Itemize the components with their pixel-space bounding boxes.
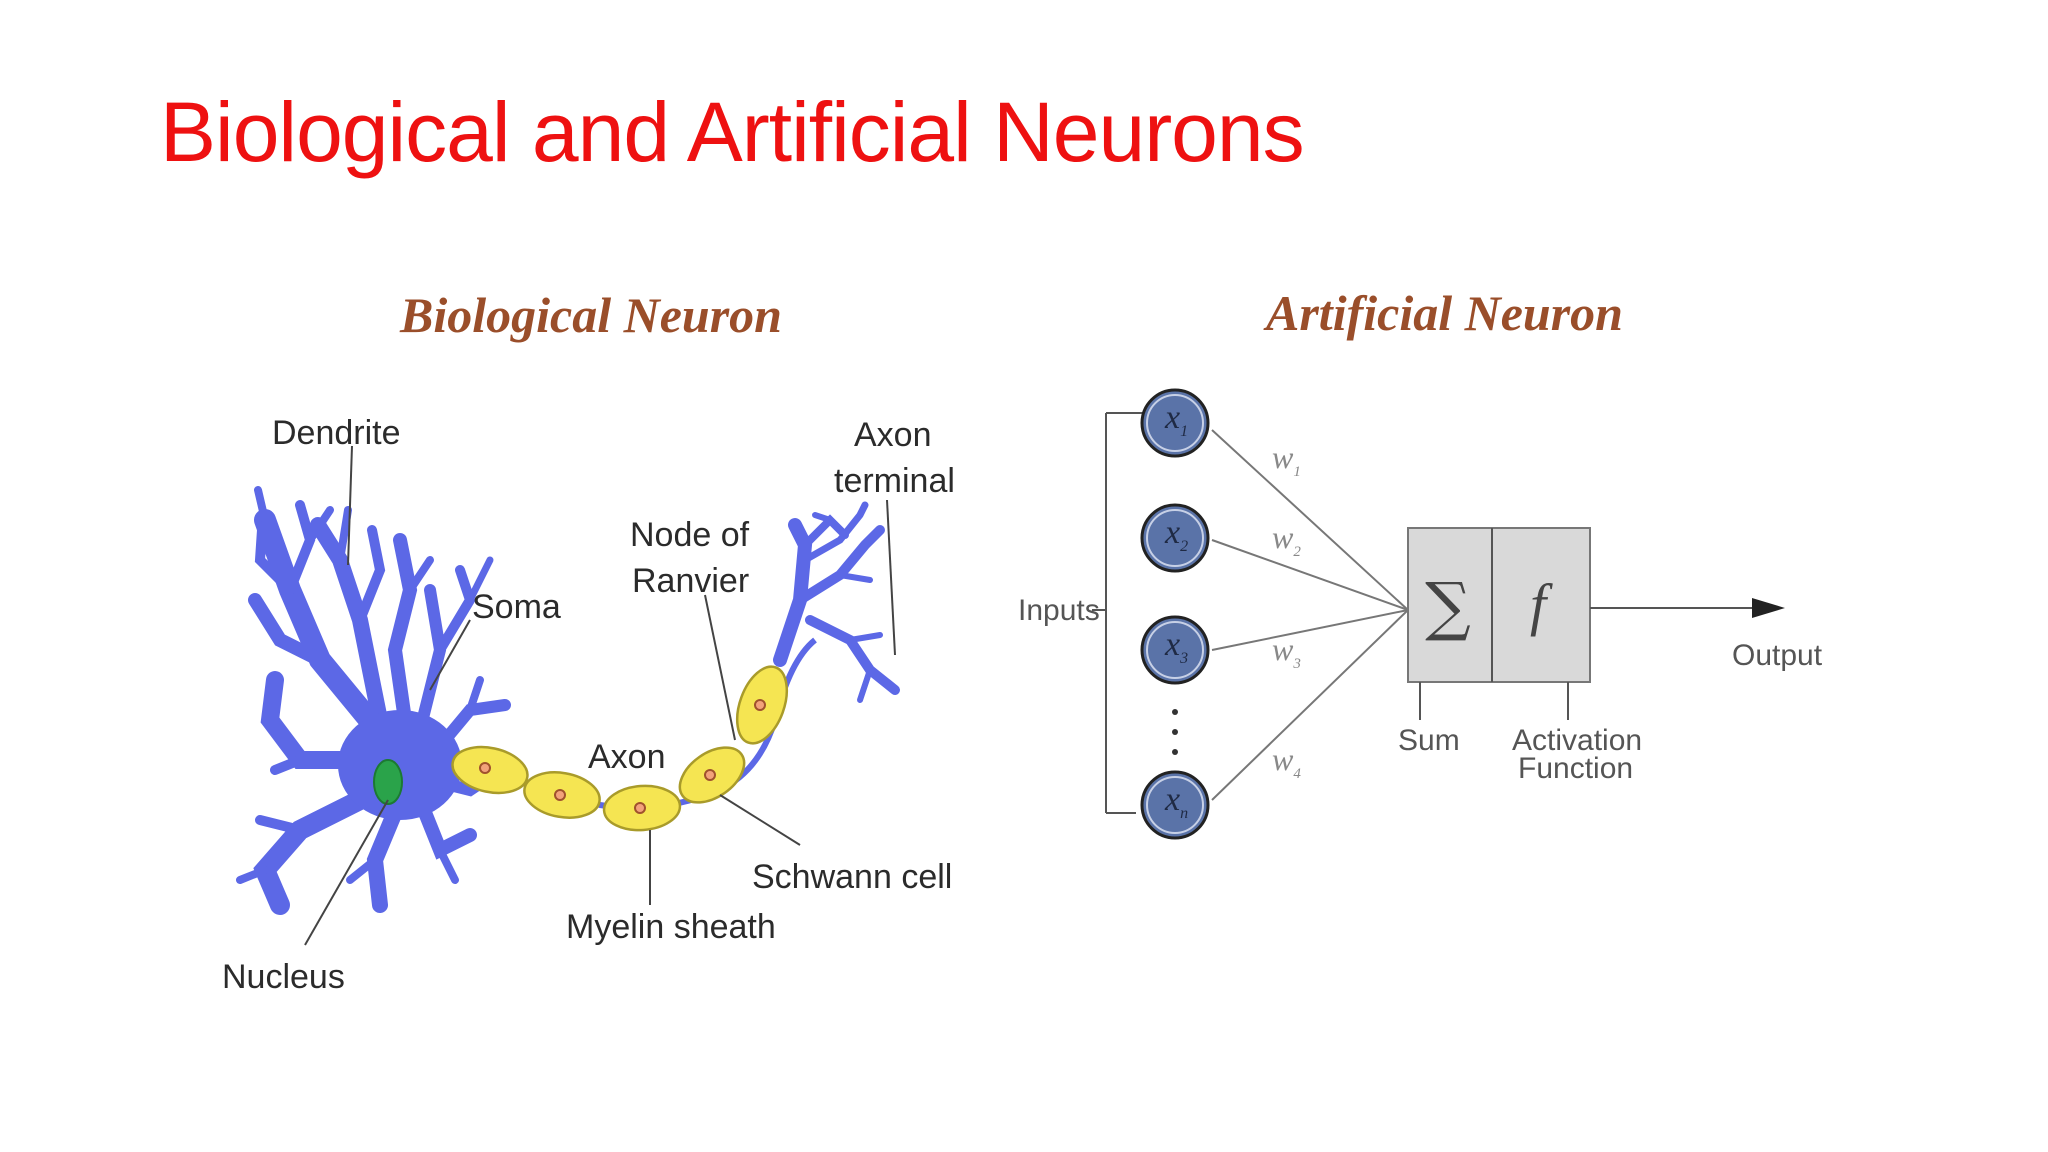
inputs-bracket <box>1092 412 1176 814</box>
activation-label-2: Function <box>1518 752 1633 785</box>
label-axon-terminal-2: terminal <box>834 462 955 500</box>
label-node-of-ranvier-1: Node of <box>630 516 750 554</box>
weight-w1: w1 <box>1272 439 1301 480</box>
slide-title: Biological and Artificial Neurons <box>160 85 1305 179</box>
biological-leader-lines <box>304 445 896 946</box>
soma-body <box>338 710 462 820</box>
svg-text:x2: x2 <box>1164 514 1188 555</box>
label-axon: Axon <box>588 738 666 776</box>
label-myelin-sheath: Myelin sheath <box>566 908 776 946</box>
input-node-1: x1 <box>1140 388 1210 458</box>
label-schwann-cell: Schwann cell <box>752 858 952 896</box>
input-node-2: x2 <box>1140 503 1210 573</box>
output-label: Output <box>1732 639 1823 672</box>
weight-w4: w4 <box>1272 741 1301 782</box>
axon-terminal-branches <box>773 501 900 703</box>
dendrite-branches <box>236 486 511 915</box>
input-node-3: x3 <box>1140 615 1210 685</box>
sum-label: Sum <box>1398 724 1460 757</box>
nucleus <box>373 759 403 805</box>
box-tick-lines <box>1419 682 1569 720</box>
sum-activation-box: ∑ f <box>1407 527 1591 683</box>
input-node-n: xn <box>1140 770 1210 840</box>
label-soma: Soma <box>472 588 561 626</box>
label-node-of-ranvier-2: Ranvier <box>632 562 749 600</box>
biological-heading: Biological Neuron <box>399 287 782 343</box>
svg-text:x3: x3 <box>1164 626 1188 667</box>
svg-text:xn: xn <box>1164 781 1188 822</box>
output-arrow <box>1590 598 1785 618</box>
inputs-label: Inputs <box>1018 594 1100 627</box>
label-dendrite: Dendrite <box>272 414 401 452</box>
weight-w2: w2 <box>1272 519 1301 560</box>
ellipsis-dots <box>1172 709 1178 755</box>
sum-symbol: ∑ <box>1425 570 1471 644</box>
label-nucleus: Nucleus <box>222 958 345 996</box>
label-axon-terminal-1: Axon <box>854 416 932 454</box>
weight-w3: w3 <box>1272 631 1301 672</box>
weight-connections <box>1211 429 1409 801</box>
activation-label-1: Activation <box>1512 724 1642 757</box>
biological-neuron-illustration <box>236 486 900 915</box>
svg-text:x1: x1 <box>1164 399 1188 440</box>
artificial-heading: Artificial Neuron <box>1263 285 1623 341</box>
